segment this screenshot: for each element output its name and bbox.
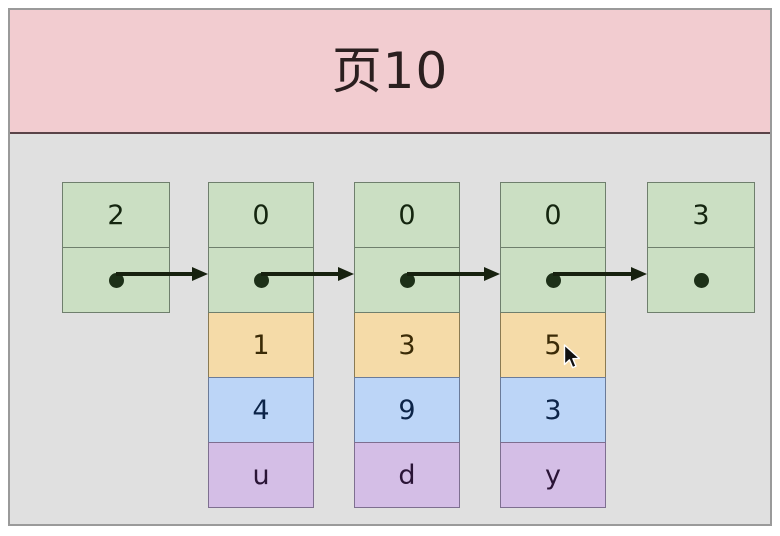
node-value-text: u [252, 459, 270, 491]
node-value-text: 0 [252, 199, 270, 231]
node-pointer-cell[interactable] [208, 247, 314, 313]
node-value-cell[interactable]: 4 [208, 377, 314, 443]
node-value-cell[interactable]: d [354, 442, 460, 508]
node-value-text: 9 [398, 394, 416, 426]
pointer-dot-icon [253, 272, 269, 288]
node-pointer-cell[interactable] [500, 247, 606, 313]
node-value-cell[interactable]: y [500, 442, 606, 508]
node-value-cell[interactable]: u [208, 442, 314, 508]
window-frame: 页10 2 0 1 4 u 0 3 9 d 0 5 3 y 3 [8, 8, 772, 526]
node-pointer-cell[interactable] [647, 247, 755, 313]
list-node[interactable]: 2 [62, 182, 170, 313]
node-value-text: 0 [544, 199, 562, 231]
node-value-text: 2 [107, 199, 125, 231]
diagram-canvas: 2 0 1 4 u 0 3 9 d 0 5 3 y 3 [10, 136, 770, 524]
title-bar: 页10 [10, 10, 770, 134]
pointer-dot-icon [108, 272, 124, 288]
arrow-head-icon [631, 267, 647, 281]
node-value-text: 3 [692, 199, 710, 231]
node-value-cell[interactable]: 0 [500, 182, 606, 248]
arrow-head-icon [484, 267, 500, 281]
node-value-cell[interactable]: 0 [354, 182, 460, 248]
pointer-dot-icon [399, 272, 415, 288]
node-value-cell[interactable]: 1 [208, 312, 314, 378]
node-value-cell[interactable]: 3 [500, 377, 606, 443]
node-value-text: y [545, 459, 561, 491]
pointer-dot-icon [693, 272, 709, 288]
node-pointer-cell[interactable] [62, 247, 170, 313]
list-node[interactable]: 3 [647, 182, 755, 313]
arrow-head-icon [338, 267, 354, 281]
node-value-cell[interactable]: 9 [354, 377, 460, 443]
list-node[interactable]: 0 5 3 y [500, 182, 606, 508]
node-value-text: 3 [398, 329, 416, 361]
node-value-text: 4 [252, 394, 270, 426]
node-value-text: 0 [398, 199, 416, 231]
pointer-dot-icon [545, 272, 561, 288]
node-value-text: d [398, 459, 416, 491]
page-title: 页10 [331, 42, 449, 100]
node-value-text: 1 [252, 329, 270, 361]
arrow-head-icon [192, 267, 208, 281]
node-value-cell[interactable]: 3 [354, 312, 460, 378]
node-value-text: 5 [544, 329, 562, 361]
node-value-cell[interactable]: 0 [208, 182, 314, 248]
list-node[interactable]: 0 3 9 d [354, 182, 460, 508]
node-pointer-cell[interactable] [354, 247, 460, 313]
node-value-cell[interactable]: 3 [647, 182, 755, 248]
node-value-cell[interactable]: 5 [500, 312, 606, 378]
node-value-text: 3 [544, 394, 562, 426]
list-node[interactable]: 0 1 4 u [208, 182, 314, 508]
node-value-cell[interactable]: 2 [62, 182, 170, 248]
